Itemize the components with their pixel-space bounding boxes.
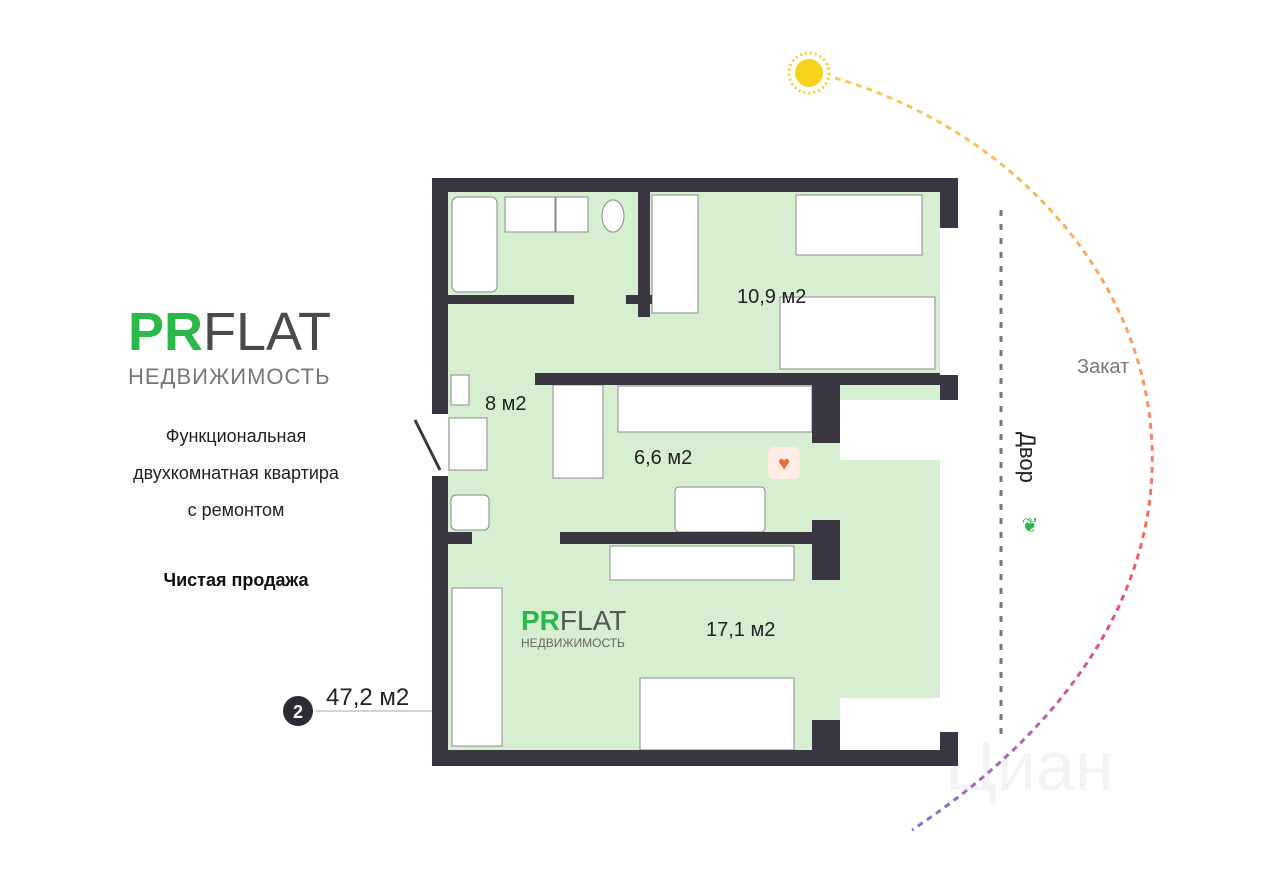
total-area: 47,2 м2 bbox=[326, 684, 409, 711]
description-line: двухкомнатная квартира bbox=[133, 463, 339, 483]
plan-logo-sub: НЕДВИЖИМОСТЬ bbox=[521, 636, 625, 650]
room-area-label: 6,6 м2 bbox=[634, 447, 692, 469]
description: Функциональная двухкомнатная квартира с … bbox=[86, 418, 386, 529]
leaf-icon: ❦ bbox=[1022, 515, 1039, 537]
sunset-label: Закат bbox=[1077, 356, 1129, 378]
floor-badge-label: 2 bbox=[293, 702, 303, 722]
description-line: с ремонтом bbox=[187, 500, 285, 520]
sun-icon bbox=[787, 51, 831, 95]
walls bbox=[432, 178, 958, 766]
heart-icon: ♥ bbox=[768, 447, 800, 479]
room-area-label: 8 м2 bbox=[485, 393, 527, 415]
logo-flat: FLAT bbox=[203, 302, 332, 362]
room-labels: 10,9 м2 8 м2 6,6 м2 17,1 м2 bbox=[485, 286, 806, 641]
room-area-label: 17,1 м2 bbox=[706, 619, 775, 641]
logo-pr: PR bbox=[128, 302, 204, 362]
logo-subtitle: НЕДВИЖИМОСТЬ bbox=[128, 364, 331, 389]
logo: PRFLAT bbox=[128, 305, 331, 359]
yard-label: Двор bbox=[1015, 432, 1040, 483]
watermark: Циан bbox=[945, 727, 1113, 805]
sale-type: Чистая продажа bbox=[163, 570, 309, 590]
room-area-label: 10,9 м2 bbox=[737, 286, 806, 308]
floor-badge bbox=[283, 696, 313, 726]
entrance-door bbox=[413, 419, 442, 471]
svg-text:♥: ♥ bbox=[778, 453, 790, 475]
description-line: Функциональная bbox=[165, 426, 307, 446]
plan-logo: PRFLAT bbox=[521, 605, 626, 636]
